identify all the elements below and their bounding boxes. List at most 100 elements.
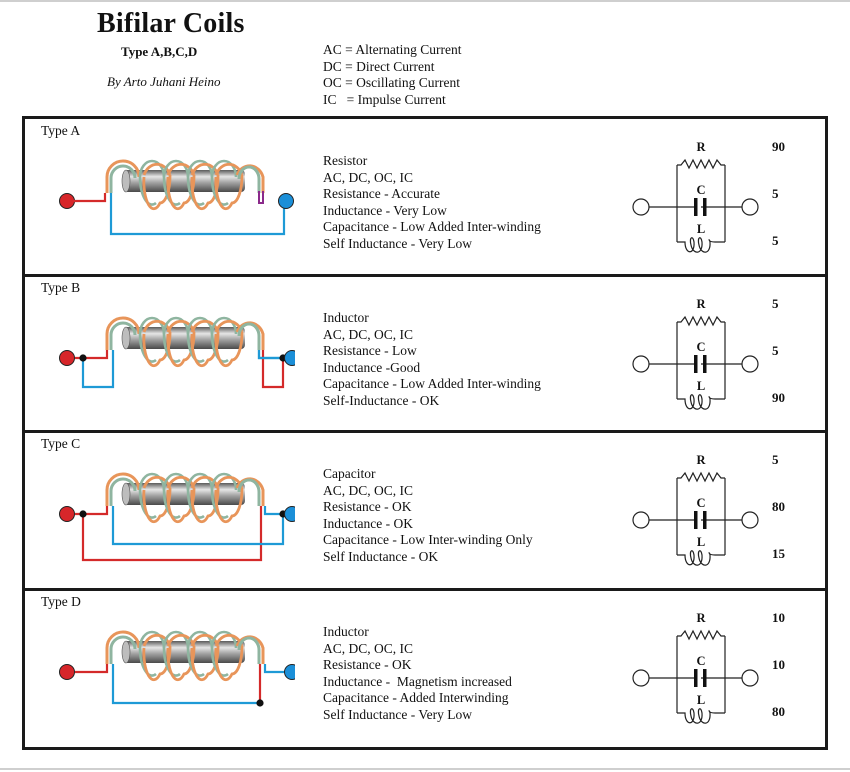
copper-winding <box>105 159 141 193</box>
schematic-terminal-right <box>741 355 759 373</box>
capacitor-plate <box>694 669 698 687</box>
schematic-terminal-left <box>632 355 650 373</box>
inductor-label: L <box>697 379 705 393</box>
author-credit: By Arto Juhani Heino <box>107 74 221 89</box>
capacitance-property: Capacitance - Low Inter-winding Only <box>323 532 533 548</box>
capacitor-plate <box>703 669 707 687</box>
capacitance-property: Capacitance - Low Added Inter-winding <box>323 219 541 235</box>
top-rule <box>0 0 850 2</box>
panel-description: Capacitor AC, DC, OC, IC Resistance - OK… <box>323 466 533 566</box>
legend-item-oc: OC = Oscillating Current <box>323 75 460 90</box>
resistance-property: Resistance - Low <box>323 343 417 359</box>
inductance-property: Inductance - Very Low <box>323 202 447 218</box>
output-terminal-blue <box>284 664 295 680</box>
inductor-symbol <box>677 708 725 724</box>
bottom-rule <box>0 768 850 770</box>
green-winding <box>237 636 261 664</box>
capacitor-plate <box>703 511 707 529</box>
schematic-terminal-left <box>632 669 650 687</box>
coil-type-panel-type-d: Type D Inductor AC, DC, OC, IC Resistanc… <box>25 590 825 747</box>
capacitor-plate <box>703 198 707 216</box>
bifilar-coil-diagram <box>59 472 295 562</box>
capacitor-label: C <box>696 496 705 510</box>
self-inductance-property: Self Inductance - Very Low <box>323 235 472 251</box>
input-terminal-red <box>59 664 75 680</box>
component-type: Inductor <box>323 310 369 325</box>
green-winding <box>237 165 261 193</box>
current-types: AC, DC, OC, IC <box>323 326 414 342</box>
capacitor-label: C <box>696 183 705 197</box>
capacitance-value: 5 <box>772 343 779 358</box>
panel-description: Inductor AC, DC, OC, IC Resistance - Low… <box>323 310 541 410</box>
coil-type-panel-type-b: Type B Inductor AC, DC, OC, IC Resistanc… <box>25 276 825 432</box>
inductor-label: L <box>697 535 705 549</box>
resistor-label: R <box>696 297 706 311</box>
red-wire <box>75 664 109 674</box>
capacitor-plate <box>694 511 698 529</box>
blue-wire <box>81 350 115 389</box>
bifilar-coil-diagram <box>59 630 295 707</box>
copper-winding <box>105 630 141 664</box>
capacitor-plate <box>694 198 698 216</box>
coil-type-panel-type-c: Type C Capacitor AC, DC, OC, IC Resistan… <box>25 432 825 590</box>
resistor-symbol <box>677 158 725 170</box>
rcl-equivalent-schematic: RCL <box>632 140 759 253</box>
resistor-label: R <box>696 453 706 467</box>
component-type: Capacitor <box>323 466 376 481</box>
component-type: Resistor <box>323 153 368 168</box>
page-subtitle: Type A,B,C,D <box>121 44 198 59</box>
legend-item-dc: DC = Direct Current <box>323 58 435 74</box>
bifilar-coil-diagram <box>59 159 294 236</box>
inductor-label: L <box>697 693 705 707</box>
page-title: Bifilar Coils <box>97 8 245 39</box>
capacitor-label: C <box>696 340 705 354</box>
red-wire <box>73 193 107 203</box>
junction-dot <box>79 510 87 518</box>
capacitor-plate <box>694 355 698 373</box>
legend-item-ac: AC = Alternating Current <box>323 42 462 57</box>
resistor-symbol <box>677 315 725 327</box>
red-wire <box>81 506 263 562</box>
resistance-property: Resistance - Accurate <box>323 186 440 202</box>
schematic-terminal-right <box>741 669 759 687</box>
abbreviation-legend: AC = Alternating Current DC = Direct Cur… <box>323 42 461 108</box>
inductor-symbol <box>677 237 725 253</box>
schematic-terminal-right <box>741 511 759 529</box>
input-terminal-red <box>59 506 75 522</box>
blue-wire <box>109 193 286 236</box>
blue-wire <box>111 506 285 546</box>
green-winding <box>109 477 137 506</box>
output-terminal-blue <box>278 193 294 209</box>
resistance-property: Resistance - OK <box>323 499 412 515</box>
panel-description: Resistor AC, DC, OC, IC Resistance - Acc… <box>323 153 541 253</box>
junction-dot <box>256 699 264 707</box>
capacitance-value: 5 <box>772 186 779 201</box>
blue-wire <box>263 664 285 674</box>
red-wire <box>261 350 285 389</box>
green-winding <box>109 164 137 193</box>
inductance-value: 80 <box>772 704 785 719</box>
panel-type-label: Type C <box>41 436 81 451</box>
resistance-value: 10 <box>772 610 785 625</box>
copper-winding <box>105 472 141 506</box>
inductor-symbol <box>677 394 725 410</box>
schematic-terminal-right <box>741 198 759 216</box>
panel-divider <box>25 274 825 277</box>
capacitor-plate <box>703 355 707 373</box>
panel-type-label: Type A <box>41 123 81 138</box>
input-terminal-red <box>59 350 75 366</box>
panel-description: Inductor AC, DC, OC, IC Resistance - OK … <box>323 624 512 724</box>
current-types: AC, DC, OC, IC <box>323 640 414 656</box>
panel-divider <box>25 588 825 591</box>
bifilar-coil-diagram <box>59 316 295 389</box>
resistor-symbol <box>677 629 725 641</box>
component-type: Inductor <box>323 624 369 639</box>
resistance-property: Resistance - OK <box>323 657 412 673</box>
capacitance-property: Capacitance - Low Added Inter-winding <box>323 376 541 392</box>
resistance-value: 5 <box>772 296 779 311</box>
inductance-property: Inductance -Good <box>323 359 421 375</box>
inductance-value: 15 <box>772 546 785 561</box>
green-winding <box>237 478 261 506</box>
inductance-value: 90 <box>772 390 785 405</box>
rcl-equivalent-schematic: R C L <box>632 297 759 410</box>
